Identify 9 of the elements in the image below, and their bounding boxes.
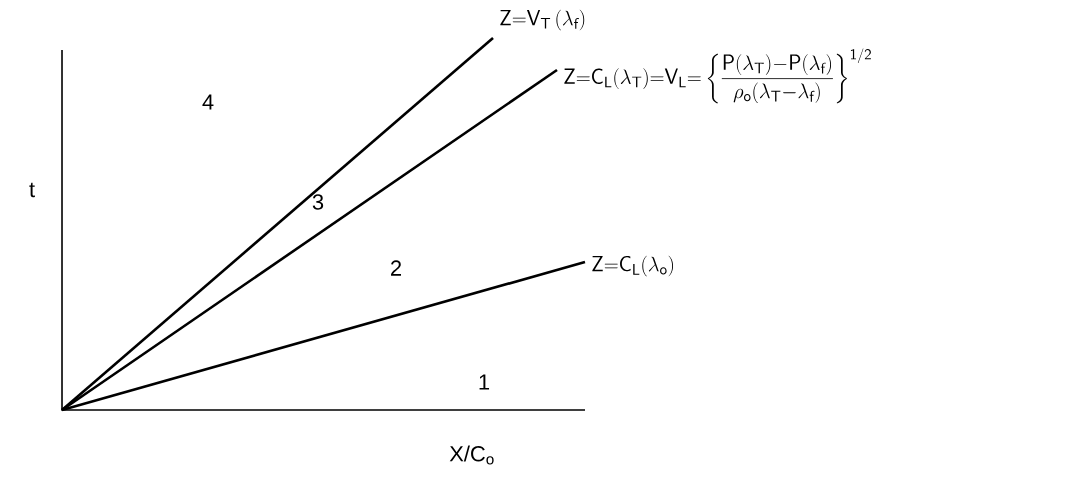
region-label: 1 xyxy=(479,374,490,390)
axis-label: t xyxy=(29,182,35,198)
axis-label: X/C$_{o}$ xyxy=(449,445,494,465)
formula-label: $\mathsf{Z{=}V_T\,(\lambda_f)}$ xyxy=(500,9,585,31)
region-label: 4 xyxy=(202,94,214,110)
formula-label: $\mathsf{Z{=}C_L(\lambda_o)}$ xyxy=(592,255,674,277)
formula-label: $\mathsf{Z{=}C_L(\lambda_T){=}V_L{=}}\left\{\dfrac{\mathsf{P(\lambda_T){-}P(\lambda_f)}}{\rho_{\mathsf{o}}\mathsf{(\lambda_T{-}\lambda_f)}}\right\}^{\mathsf{1/2}}$ xyxy=(564,48,871,104)
region-label: 3 xyxy=(312,194,324,210)
region-label: 2 xyxy=(391,260,401,276)
